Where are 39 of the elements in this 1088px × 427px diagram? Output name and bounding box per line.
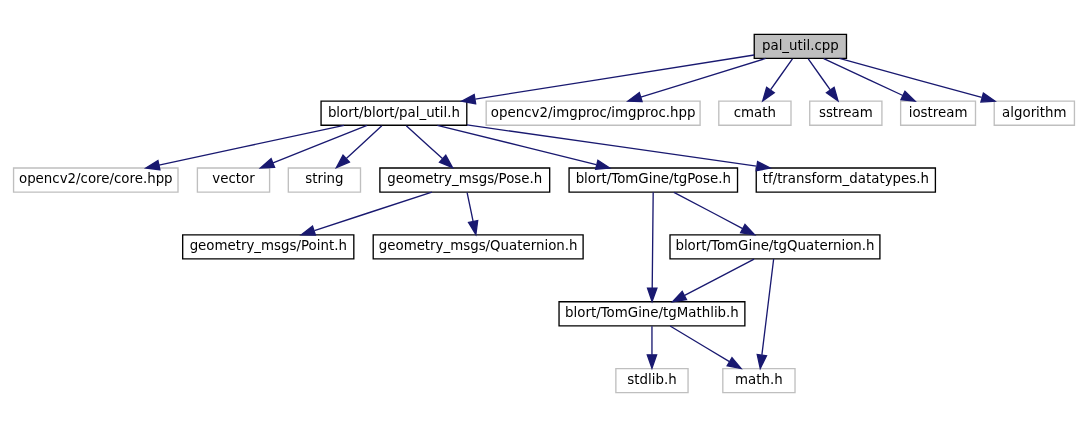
node-box: pal_util.cpp — [753, 33, 848, 60]
node-box: string — [287, 167, 362, 193]
node-box: geometry_msgs/Pose.h — [379, 167, 551, 193]
node-box: algorithm — [993, 100, 1076, 126]
node-box: vector — [196, 167, 271, 193]
arrow — [669, 325, 743, 370]
arrow — [646, 191, 658, 304]
node-box: blort/TomGine/tgQuaternion.h — [669, 234, 881, 260]
arrow — [823, 57, 917, 103]
arrow — [299, 191, 433, 236]
node-box: blort/blort/pal_util.h — [320, 100, 468, 126]
arrow — [405, 125, 455, 170]
node-box: geometry_msgs/Point.h — [182, 234, 355, 260]
arrow — [626, 57, 767, 103]
arrow — [143, 124, 345, 171]
arrow — [756, 258, 775, 371]
node-box: blort/TomGine/tgPose.h — [568, 167, 739, 193]
arrow — [670, 258, 755, 303]
arrow — [673, 191, 757, 236]
node-box: stdlib.h — [615, 367, 689, 394]
arrow — [436, 124, 612, 171]
arrow — [838, 57, 997, 103]
arrow — [466, 124, 773, 172]
node-box: opencv2/core/core.hpp — [12, 167, 179, 193]
arrow — [334, 125, 383, 170]
node-box: blort/TomGine/tgMathlib.h — [558, 301, 746, 327]
node-box: cmath — [718, 100, 792, 126]
arrow — [761, 58, 794, 103]
arrow — [258, 124, 368, 169]
node-box: tf/transform_datatypes.h — [755, 167, 937, 193]
node-box: geometry_msgs/Quaternion.h — [372, 234, 584, 260]
arrow — [466, 191, 479, 237]
node-box: sstream — [809, 100, 883, 126]
node-box: iostream — [899, 100, 977, 126]
arrow — [646, 325, 658, 371]
node-box: math.h — [722, 367, 796, 394]
arrow — [459, 54, 755, 105]
node-box: opencv2/imgproc/imgproc.hpp — [485, 100, 701, 126]
arrow — [807, 58, 840, 103]
